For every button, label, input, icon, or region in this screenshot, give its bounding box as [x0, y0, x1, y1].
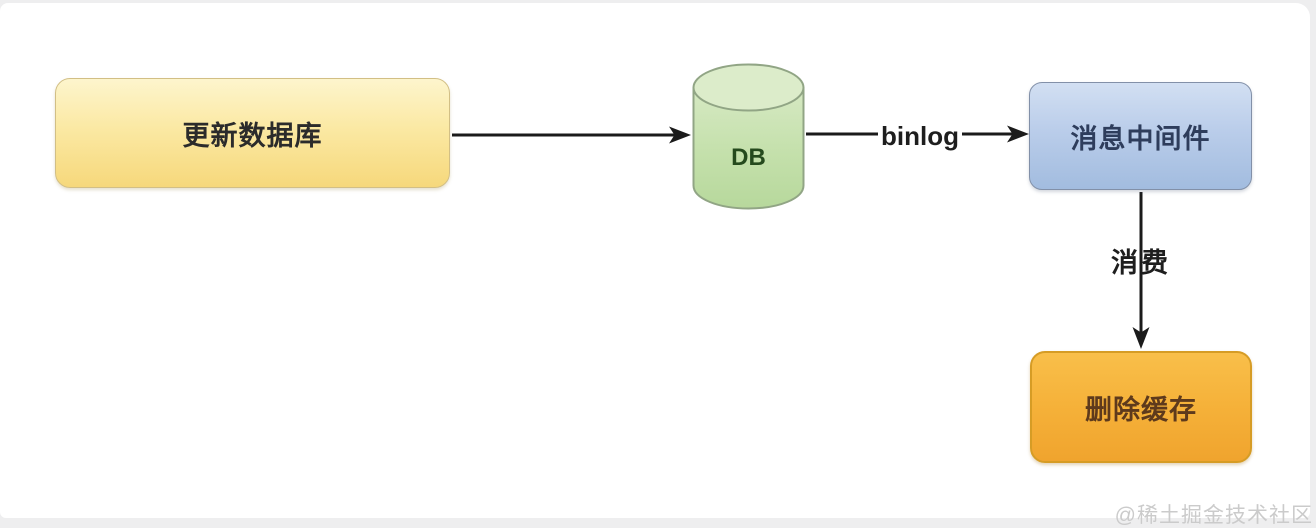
edge-label-binlog: binlog	[878, 121, 962, 152]
node-message-middleware-label: 消息中间件	[1070, 123, 1211, 154]
node-update-database-label: 更新数据库	[182, 120, 323, 151]
edge-label-consume: 消费	[1111, 248, 1171, 278]
node-db-cylinder	[692, 63, 805, 210]
node-message-middleware: 消息中间件	[1029, 82, 1252, 190]
node-db-label: DB	[731, 144, 766, 171]
database-cylinder-icon	[692, 63, 805, 210]
node-delete-cache: 删除缓存	[1030, 351, 1252, 463]
node-delete-cache-label: 删除缓存	[1085, 394, 1197, 425]
watermark: @稀土掘金技术社区	[1114, 504, 1313, 527]
node-update-database: 更新数据库	[55, 78, 450, 188]
